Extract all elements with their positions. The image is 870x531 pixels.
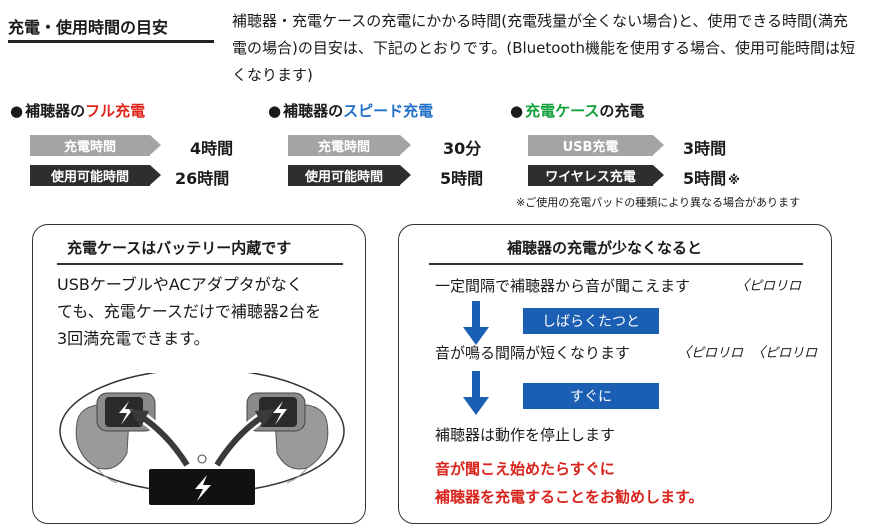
full-usage-time-value: 26時間 — [175, 169, 230, 188]
footnote: ※ご使用の充電パッドの種類により異なる場合があります — [516, 196, 800, 209]
speed-usage-time-row: 使用可能時間 — [288, 165, 411, 186]
down-arrow-icon — [463, 371, 489, 415]
battery-info-box: 充電ケースはバッテリー内蔵です USBケーブルやACアダプタがなく ても、充電ケ… — [32, 224, 366, 524]
sound-wave-icon: 〈 — [677, 345, 691, 361]
charge-time-label: 充電時間 — [30, 135, 161, 156]
section-speed-charge-heading: ●補聴器のスピード充電 — [268, 100, 433, 121]
heading-highlight: スピード充電 — [343, 102, 434, 120]
wireless-charge-label: ワイヤレス充電 — [528, 165, 664, 186]
heading-prefix: 補聴器の — [283, 102, 344, 120]
speed-usage-time-value: 5時間 — [440, 169, 484, 188]
sound-text: ピロリロ — [749, 279, 802, 294]
low-box-rule — [429, 263, 803, 265]
low-charge-box: 補聴器の充電が少なくなると 一定間隔で補聴器から音が聞こえます 〈ピロリロ しば… — [398, 224, 832, 524]
low-box-title: 補聴器の充電が少なくなると — [507, 239, 703, 257]
sound-text: ピロリロ — [691, 346, 744, 361]
heading-suffix: の充電 — [599, 102, 645, 120]
step1-text: 一定間隔で補聴器から音が聞こえます — [435, 277, 691, 295]
sound-label: 〈ピロリロ — [735, 275, 801, 295]
usage-time-label: 使用可能時間 — [288, 165, 411, 186]
warning-text: 音が聞こえ始めたらすぐに 補聴器を充電することをお勧めします。 — [435, 455, 704, 511]
wireless-value-text: 5時間 — [683, 169, 727, 188]
charge-time-label: 充電時間 — [288, 135, 411, 156]
warning-line: 補聴器を充電することをお勧めします。 — [435, 488, 704, 506]
right-hearing-aid-icon — [246, 392, 329, 470]
charging-case-illustration — [59, 373, 345, 505]
usb-charge-row: USB充電 — [528, 135, 664, 156]
bullet-icon: ● — [510, 102, 524, 120]
wireless-charge-value: 5時間※ — [683, 165, 740, 189]
page-title: 充電・使用時間の目安 — [8, 18, 169, 37]
battery-box-title: 充電ケースはバッテリー内蔵です — [67, 239, 292, 257]
intro-text: 補聴器・充電ケースの充電にかかる時間(充電残量が全くない場合)と、使用できる時間… — [232, 12, 856, 84]
full-usage-time-row: 使用可能時間 — [30, 165, 161, 186]
footnote-mark: ※ — [728, 173, 740, 187]
step3-text: 補聴器は動作を停止します — [435, 426, 616, 444]
full-charge-time-value: 4時間 — [190, 139, 234, 158]
section-full-charge-heading: ●補聴器のフル充電 — [10, 100, 145, 121]
sound-label-pair: 〈ピロリロ 〈ピロリロ — [677, 342, 817, 362]
usage-time-label: 使用可能時間 — [30, 165, 161, 186]
usb-charge-value: 3時間 — [683, 139, 727, 158]
arrow-left-icon — [129, 409, 149, 427]
speed-charge-time-row: 充電時間 — [288, 135, 411, 156]
arrow-right-icon — [255, 409, 275, 427]
heading-prefix: 補聴器の — [25, 102, 86, 120]
section-case-charge-heading: ●充電ケースの充電 — [510, 100, 644, 121]
battery-box-rule — [57, 263, 343, 265]
sound-wave-icon: 〈 — [751, 345, 766, 361]
battery-box-body: USBケーブルやACアダプタがなく ても、充電ケースだけで補聴器2台を 3回満充… — [57, 271, 357, 352]
after-a-while-tag: しばらくたつと — [523, 308, 659, 334]
body-line: USBケーブルやACアダプタがなく — [57, 275, 303, 294]
immediately-tag: すぐに — [523, 383, 659, 409]
bullet-icon: ● — [268, 102, 282, 120]
step2-text: 音が鳴る間隔が短くなります — [435, 344, 631, 362]
body-line: 3回満充電できます。 — [57, 329, 210, 348]
full-charge-time-row: 充電時間 — [30, 135, 161, 156]
heading-highlight: フル充電 — [85, 102, 146, 120]
bullet-icon: ● — [10, 102, 24, 120]
sound-wave-icon: 〈 — [735, 278, 749, 294]
heading-highlight: 充電ケース — [525, 102, 600, 120]
title-underline — [8, 40, 214, 43]
body-line: ても、充電ケースだけで補聴器2台を — [57, 302, 322, 321]
sound-text: ピロリロ — [765, 346, 818, 361]
usb-charge-label: USB充電 — [528, 135, 664, 156]
wireless-charge-row: ワイヤレス充電 — [528, 165, 664, 186]
speed-charge-time-value: 30分 — [443, 139, 482, 158]
down-arrow-icon — [463, 301, 489, 345]
warning-line: 音が聞こえ始めたらすぐに — [435, 460, 615, 478]
left-hearing-aid-icon — [75, 392, 156, 470]
